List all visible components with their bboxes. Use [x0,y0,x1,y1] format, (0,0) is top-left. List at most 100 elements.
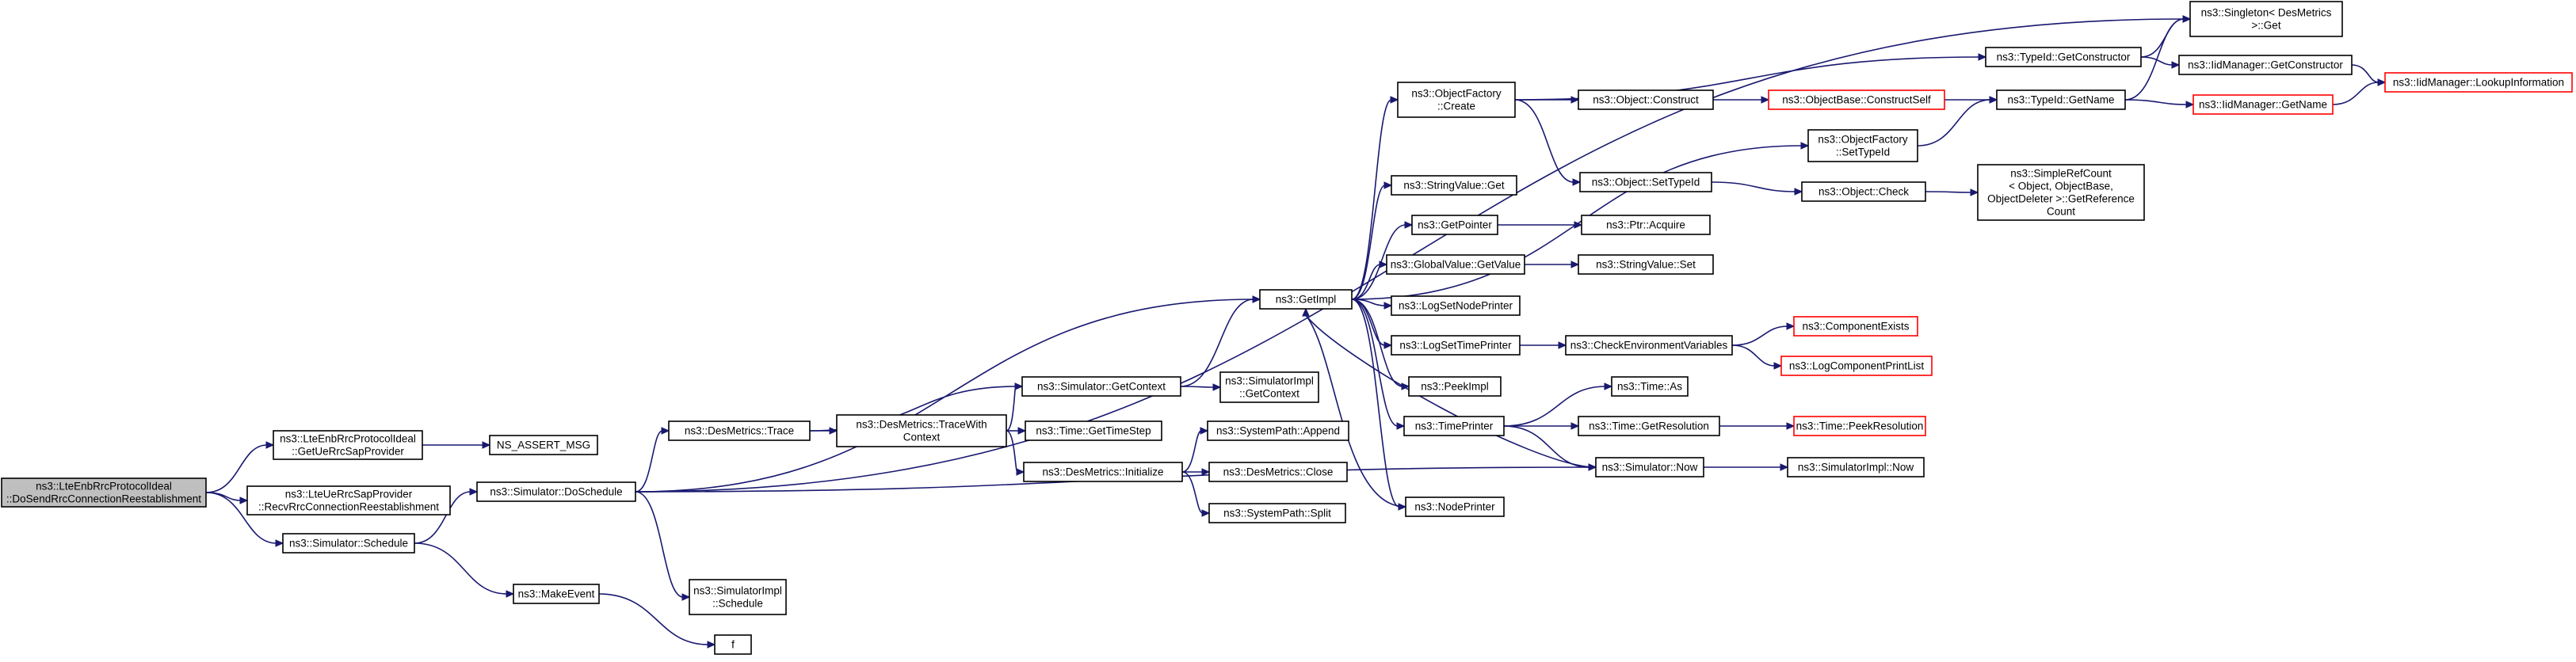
node-label: ns3::GetImpl [1276,294,1337,306]
edge-schedule-to-makeevent [414,542,515,598]
node-iidgetname[interactable]: ns3::IidManager::GetName [2192,94,2334,115]
node-simnow[interactable]: ns3::Simulator::Now [1595,457,1704,477]
node-peekimpl[interactable]: ns3::PeekImpl [1408,376,1502,397]
node-nodeprinter[interactable]: ns3::NodePrinter [1405,496,1505,517]
node-typegetctor[interactable]: ns3::TypeId::GetConstructor [1985,47,2142,67]
edge-line [205,444,268,493]
node-componentexists[interactable]: ns3::ComponentExists [1793,316,1918,337]
node-initialize[interactable]: ns3::DesMetrics::Initialize [1023,462,1183,482]
node-ofsettypeid[interactable]: ns3::ObjectFactory::SetTypeId [1807,129,1918,162]
node-box [1403,416,1505,436]
node-implnow[interactable]: ns3::SimulatorImpl::Now [1787,457,1925,477]
node-gvgetvalue[interactable]: ns3::GlobalValue::GetValue [1386,254,1525,275]
arrowhead-icon [1017,427,1027,435]
arrowhead-icon [1604,382,1613,390]
node-getue[interactable]: ns3::LteEnbRrcProtocolIdeal::GetUeRrcSap… [273,430,423,460]
node-ptracquire[interactable]: ns3::Ptr::Acquire [1581,215,1711,235]
node-label: ns3::SimulatorImpl [693,585,782,597]
node-label: ns3::Object::Check [1818,186,1909,198]
edge-line [2351,64,2379,83]
node-objconstruct[interactable]: ns3::Object::Construct [1578,89,1714,110]
arrowhead-icon [1570,261,1580,268]
node-box [1595,457,1704,477]
node-close[interactable]: ns3::DesMetrics::Close [1208,462,1348,482]
node-ofcreate[interactable]: ns3::ObjectFactory::Create [1397,82,1516,118]
node-doschedule[interactable]: ns3::Simulator::DoSchedule [476,481,636,502]
node-label: NS_ASSERT_MSG [497,439,590,451]
node-box [1391,175,1517,196]
node-assert[interactable]: NS_ASSERT_MSG [489,435,598,455]
node-f[interactable]: f [714,634,752,655]
arrowhead-icon [1572,178,1582,186]
node-root[interactable]: ns3::LteEnbRrcProtocolIdeal::DoSendRrcCo… [1,477,207,508]
edge-line [2124,99,2188,105]
node-typegetname[interactable]: ns3::TypeId::GetName [1996,89,2126,110]
node-gettimestep[interactable]: ns3::Time::GetTimeStep [1025,420,1162,441]
node-label: ::GetUeRrcSapProvider [292,446,404,458]
node-getcontext[interactable]: ns3::Simulator::GetContext [1021,376,1181,397]
edge-tracewith-to-getcontext [1006,382,1024,432]
edge-typegetctor-to-iidgetctor [2140,56,2181,69]
node-box [1023,462,1183,482]
arrowhead-icon [506,590,515,598]
node-box [1386,254,1525,275]
node-box [2384,72,2573,93]
edge-getue-to-assert [422,441,491,449]
node-simpleref[interactable]: ns3::SimpleRefCount< Object, ObjectBase,… [1977,164,2145,221]
node-box [1025,420,1162,441]
node-label: ns3::DesMetrics::Trace [685,425,794,437]
node-box [282,533,415,554]
node-logcompprint[interactable]: ns3::LogComponentPrintList [1780,356,1933,376]
node-strget[interactable]: ns3::StringValue::Get [1391,175,1517,196]
arrowhead-icon [1383,341,1393,349]
node-obconstructself[interactable]: ns3::ObjectBase::ConstructSelf [1768,89,1945,110]
edge-typegetname-to-singleton [2124,15,2192,101]
node-singleton[interactable]: ns3::Singleton< DesMetrics >::Get [2189,1,2343,37]
edge-line [1351,264,1381,300]
node-checkenv[interactable]: ns3::CheckEnvironmentVariables [1565,335,1733,356]
node-split[interactable]: ns3::SystemPath::Split [1208,503,1346,523]
node-getpointer[interactable]: ns3::GetPointer [1411,215,1498,235]
node-box [2189,1,2343,37]
node-lognode[interactable]: ns3::LogSetNodePrinter [1391,295,1521,316]
node-timeprinter[interactable]: ns3::TimePrinter [1403,416,1505,436]
node-logtime[interactable]: ns3::LogSetTimePrinter [1391,335,1521,356]
node-getresolution[interactable]: ns3::Time::GetResolution [1578,416,1720,436]
node-makeevent[interactable]: ns3::MakeEvent [513,584,600,604]
node-box [1565,335,1733,356]
edge-getimpl-to-timeprinter [1351,299,1406,430]
node-trace[interactable]: ns3::DesMetrics::Trace [668,420,811,441]
edge-ofsettypeid-to-typegetname [1917,96,1998,146]
node-label: ns3::TypeId::GetConstructor [1997,51,2131,63]
node-implgetcontext[interactable]: ns3::SimulatorImpl::GetContext [1219,371,1319,403]
edge-line [2124,18,2185,101]
node-peekresolution[interactable]: ns3::Time::PeekResolution [1793,416,1926,436]
arrowhead-icon [482,441,491,449]
node-label: f [731,639,735,651]
node-strset[interactable]: ns3::StringValue::Set [1578,254,1714,275]
arrowhead-icon [1794,188,1803,196]
node-label: ns3::Ptr::Acquire [1606,219,1685,231]
arrowhead-icon [1201,468,1211,476]
node-label: ns3::Time::As [1617,381,1682,393]
edge-makeevent-to-f [598,593,716,649]
edge-objconstruct-to-obconstructself [1713,96,1770,104]
node-iidgetctor[interactable]: ns3::IidManager::GetConstructor [2178,55,2353,75]
edge-line [1006,430,1018,473]
edge-getimpl-to-ofsettypeid [1351,142,1810,300]
node-objsettypeid[interactable]: ns3::Object::SetTypeId [1579,172,1712,192]
arrowhead-icon [1570,422,1580,430]
node-label: >::Get [2251,20,2280,32]
node-box [1996,89,2126,110]
node-schedule[interactable]: ns3::Simulator::Schedule [282,533,415,554]
edge-line [1711,181,1796,192]
node-implschedule[interactable]: ns3::SimulatorImpl::Schedule [689,579,787,615]
node-recv[interactable]: ns3::LteUeRrcSapProvider::RecvRrcConnect… [246,485,451,516]
node-getimpl[interactable]: ns3::GetImpl [1259,289,1353,310]
node-iidlookup[interactable]: ns3::IidManager::LookupInformation [2384,72,2573,93]
node-box [1581,215,1711,235]
node-objcheck[interactable]: ns3::Object::Check [1801,181,1926,202]
node-append[interactable]: ns3::SystemPath::Append [1207,420,1349,441]
node-timeas[interactable]: ns3::Time::As [1611,376,1689,397]
